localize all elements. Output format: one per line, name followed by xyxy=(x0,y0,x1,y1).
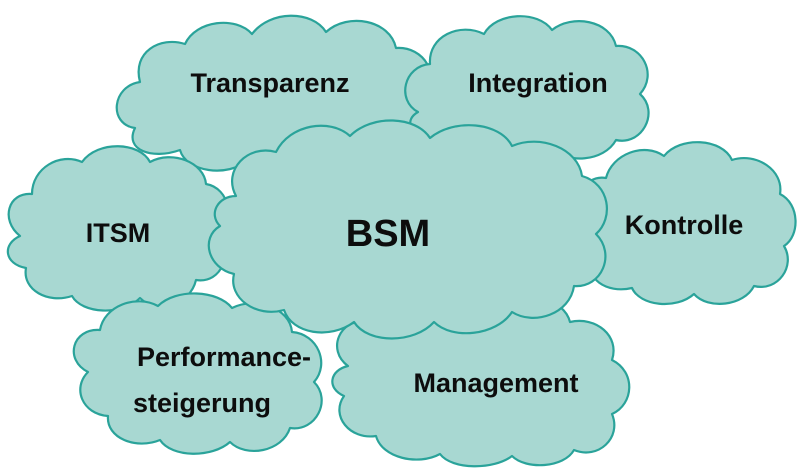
itsm-label: ITSM xyxy=(86,218,151,248)
performance-label-line1: Performance- xyxy=(137,342,311,372)
cloud-performance xyxy=(72,292,323,455)
cloud-kontrolle xyxy=(576,141,797,306)
performance-label-line2: steigerung xyxy=(133,388,271,418)
transparenz-label: Transparenz xyxy=(190,68,349,98)
cloud-bsm xyxy=(207,119,609,340)
kontrolle-label: Kontrolle xyxy=(625,210,744,240)
center-label: BSM xyxy=(346,213,430,255)
cloud-performance-shape xyxy=(72,292,323,455)
cloud-bsm-shape xyxy=(207,119,609,340)
cloud-kontrolle-shape xyxy=(576,141,797,306)
management-label: Management xyxy=(413,368,578,398)
integration-label: Integration xyxy=(468,68,608,98)
